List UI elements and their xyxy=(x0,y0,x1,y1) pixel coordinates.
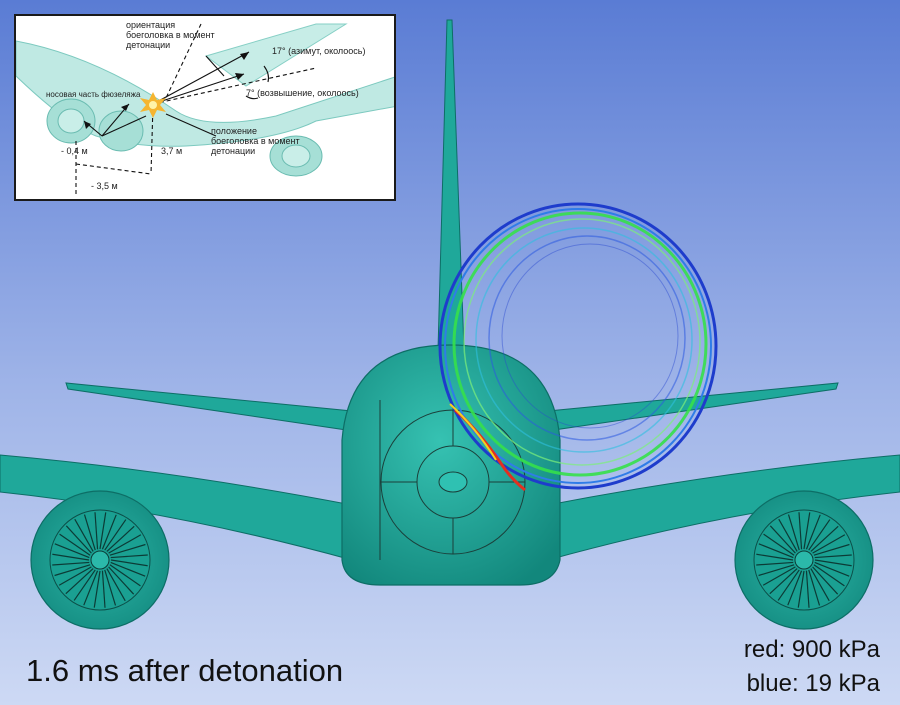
inset-label-azimuth: 17° (азимут, околоось) xyxy=(272,46,366,56)
fan-blade xyxy=(52,561,90,566)
left-engine xyxy=(30,490,170,630)
fan-blade xyxy=(805,570,810,608)
inset-label-nose: носовая часть фюзеляжа xyxy=(46,90,141,99)
inset-label-orientation: ориентация боеголовка в момент детонации xyxy=(126,20,215,50)
right-engine xyxy=(734,490,874,630)
fan-blade xyxy=(54,543,90,559)
fan-blade xyxy=(110,561,146,577)
fan-blade xyxy=(756,561,794,566)
fan-blade xyxy=(65,525,92,554)
fan-blade xyxy=(758,564,795,577)
fan-blade xyxy=(810,525,839,552)
fan-blade xyxy=(52,553,90,561)
legend-blue-pressure: blue: 19 kPa xyxy=(746,670,880,697)
legend-red-pressure: red: 900 kPa xyxy=(743,636,880,663)
fan-blade xyxy=(812,534,846,554)
fan-blade xyxy=(94,512,99,550)
inset-diagram: ориентация боеголовка в момент детонации… xyxy=(14,14,396,201)
fan-blade xyxy=(758,543,794,559)
fan-blade xyxy=(104,569,117,606)
fan-blade xyxy=(756,553,794,561)
fan-blade xyxy=(814,559,852,567)
fan-blade xyxy=(109,564,141,587)
fan-blade xyxy=(83,570,99,606)
fan-blade xyxy=(65,568,94,595)
fan-blade xyxy=(778,518,798,552)
fan-blade xyxy=(769,525,796,554)
fan-blade xyxy=(59,533,91,556)
fan-blade xyxy=(777,569,800,601)
time-caption: 1.6 ms after detonation xyxy=(26,653,344,688)
fan-blade xyxy=(104,519,127,551)
fan-blade xyxy=(812,566,839,595)
fan-blade xyxy=(106,525,135,552)
fan-blade xyxy=(93,570,101,608)
fan-blade xyxy=(810,568,830,602)
fan-blade xyxy=(83,514,96,551)
fan-blade xyxy=(101,514,117,550)
fan-blade xyxy=(787,514,800,551)
fan-blade xyxy=(110,554,148,559)
fan-blade xyxy=(99,512,107,550)
fuselage xyxy=(341,344,561,586)
fan-blade xyxy=(797,570,805,608)
inset-label-dist-1: - 0,4 м xyxy=(61,146,88,156)
fan-blade xyxy=(769,568,798,595)
fan-blade xyxy=(813,543,850,556)
fan-blade xyxy=(110,559,148,567)
fan-blade xyxy=(808,569,821,606)
fan-blade xyxy=(54,564,91,577)
inset-label-elevation: 7° (возвышение, околоось) xyxy=(246,88,359,98)
fan-blade xyxy=(106,568,126,602)
fan-blade xyxy=(805,514,821,550)
fan-blade xyxy=(787,570,803,606)
inset-label-position: положение боеголовка в момент детонации xyxy=(211,126,300,156)
detonation-burst-icon xyxy=(140,92,166,118)
fan-blade xyxy=(73,569,96,601)
blast-wave xyxy=(438,202,718,492)
fan-blade xyxy=(74,518,94,552)
fan-blade xyxy=(803,512,811,550)
fan-blade xyxy=(798,512,803,550)
fan-blade xyxy=(101,570,106,608)
inset-label-dist-2: 3,7 м xyxy=(161,146,183,156)
inset-aircraft-schematic xyxy=(16,23,394,194)
fan-blade xyxy=(814,561,850,577)
fan-blade xyxy=(762,566,796,586)
inset-label-dist-3: - 3,5 м xyxy=(91,181,118,191)
fan-blade xyxy=(108,534,142,554)
fan-blade xyxy=(109,543,146,556)
fuselage-panel-lines xyxy=(379,400,526,560)
fan-blade xyxy=(763,533,795,556)
fan-blade xyxy=(814,554,852,559)
fan-blade xyxy=(808,519,831,551)
fan-blade xyxy=(58,566,92,586)
fan-blade xyxy=(108,566,135,595)
fan-blade xyxy=(813,564,845,587)
